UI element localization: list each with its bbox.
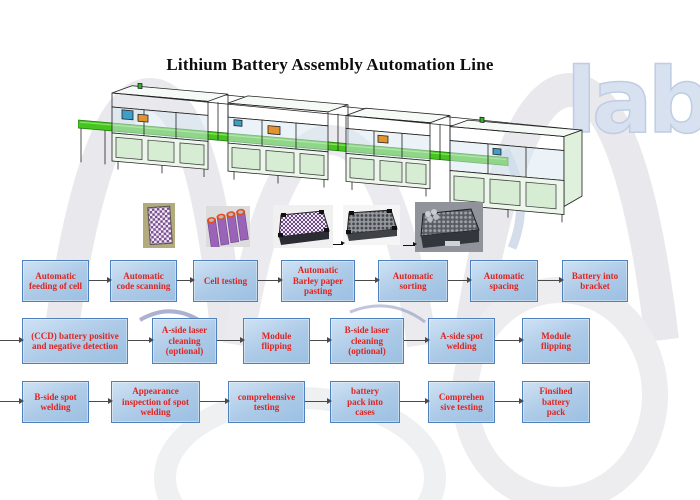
flow-arrow [200,397,230,404]
step-a-side-laser-cleaning: A-side laser cleaning (optional) [152,318,217,364]
signal-light [137,82,143,90]
battery-cell-grid-panel-photo [143,203,175,248]
flow-arrow [258,276,283,283]
step-b-side-spot-welding: B-side spot welding [22,381,89,423]
step-ccd-battery-positive-negative-detection: (CCD) battery positive and negative dete… [22,318,128,364]
flow-arrow [495,397,524,404]
flow-arrow [400,397,430,404]
step-label: A-side laser cleaning (optional) [161,325,208,357]
flow-arrow [355,276,380,283]
cell-tray-checkered-photo [273,205,333,248]
photo-arrow [333,241,345,246]
battery-cell-grid-panel-image [143,203,175,248]
flow-arrow [128,336,154,343]
step-label: Finsihed battery pack [539,386,573,418]
watermark-lab-text: lab [566,49,700,154]
photo-arrow [403,242,417,247]
step-label: (CCD) battery positive and negative dete… [31,330,119,351]
step-cell-testing: Cell testing [193,260,258,302]
module-tray-photo [343,205,400,245]
step-label: Automatic sorting [392,270,434,291]
purple-cylindrical-cells-photo [206,206,250,247]
step-label: Battery into bracket [571,270,619,291]
flow-arrow [305,397,332,404]
battery-pack-image [415,202,483,252]
step-module-flipping-1: Module flipping [243,318,310,364]
flow-arrow [310,336,332,343]
flow-arrow [538,276,564,283]
step-automatic-feeding-of-cell: Automatic feeding of cell [22,260,89,302]
machine-orange-panel [137,113,149,123]
step-label: Automatic spacing [483,270,525,291]
flow-arrow [217,336,245,343]
flow-arrow [448,276,472,283]
step-label: Module flipping [261,330,292,351]
flow-arrow [404,336,430,343]
step-label: comprehensive testing [237,391,296,412]
cell-tray-image [273,205,333,248]
step-automatic-barley-paper-pasting: Automatic Barley paper pasting [281,260,355,302]
step-label: Comprehen sive testing [438,391,485,412]
step-label: A-side spot welding [440,330,483,351]
step-label: Appearance inspection of spot welding [121,386,189,418]
step-label: battery pack into cases [347,386,383,418]
step-comprehensive-testing-2: Comprehen sive testing [428,381,495,423]
step-comprehensive-testing: comprehensive testing [228,381,305,423]
step-module-flipping-2: Module flipping [522,318,590,364]
flow-arrow [177,276,195,283]
step-a-side-spot-welding: A-side spot welding [428,318,495,364]
conveyor-belt [78,119,509,167]
step-automatic-sorting: Automatic sorting [378,260,448,302]
step-label: Module flipping [540,330,571,351]
flow-entry-arrow [0,397,24,404]
step-label: Cell testing [203,275,248,286]
slide-title: Lithium Battery Assembly Automation Line [166,55,494,74]
step-automatic-spacing: Automatic spacing [470,260,538,302]
flow-arrow [89,276,112,283]
step-battery-into-bracket: Battery into bracket [562,260,628,302]
flow-arrow [495,336,524,343]
step-b-side-laser-cleaning: B-side laser cleaning (optional) [330,318,404,364]
flow-arrow [89,397,113,404]
step-appearance-inspection-of-spot-welding: Appearance inspection of spot welding [111,381,200,423]
step-label: Automatic code scanning [116,270,171,291]
signal-light [479,116,485,123]
watermark-arch [453,72,679,343]
watermark-blue-accent [501,147,525,250]
step-label: Automatic Barley paper pasting [292,265,344,297]
module-tray-image [343,205,400,245]
battery-pack-in-case-photo [415,202,483,252]
step-label: B-side spot welding [34,391,77,412]
flow-entry-arrow [0,336,24,343]
step-label: B-side laser cleaning (optional) [344,325,390,357]
purple-cells-image [206,206,250,247]
step-battery-pack-into-cases: battery pack into cases [330,381,400,423]
step-label: Automatic feeding of cell [29,270,82,291]
machine-screen [121,109,134,121]
step-automatic-code-scanning: Automatic code scanning [110,260,177,302]
step-finished-battery-pack: Finsihed battery pack [522,381,590,423]
